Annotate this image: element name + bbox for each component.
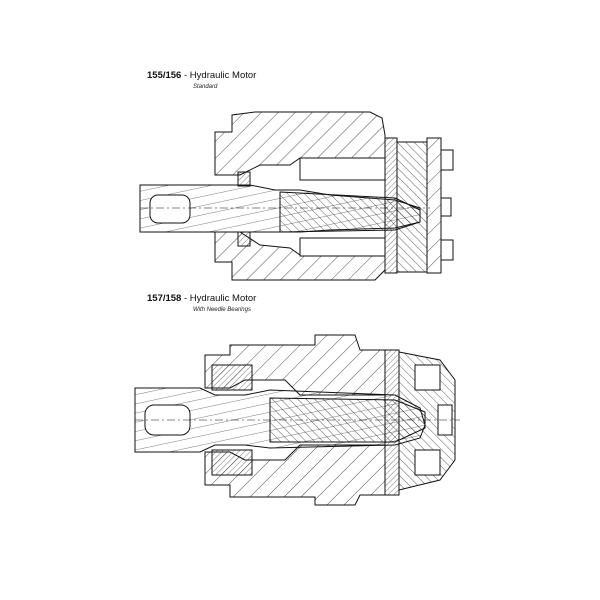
seal-lower — [237, 231, 251, 247]
wear-plate — [384, 137, 398, 274]
port-upper — [414, 364, 441, 391]
wear-plate — [384, 349, 400, 496]
figure-2-subtitle: With Needle Bearings — [193, 307, 251, 313]
needle-bearing-lower — [211, 449, 253, 476]
bolt-head-upper — [440, 149, 454, 171]
bearing-lower — [299, 237, 386, 257]
needle-bearing-upper — [211, 364, 253, 391]
gerotor — [398, 351, 456, 491]
bolt-head-lower — [440, 239, 454, 261]
shaft-key — [149, 194, 191, 224]
figure-1-title: 155/156 - Hydraulic Motor — [147, 70, 257, 81]
figure-2-title: 157/158 - Hydraulic Motor — [147, 293, 257, 304]
needle-bearing-motor-drawing — [134, 334, 460, 506]
gerotor — [396, 141, 428, 273]
end-cap — [426, 137, 442, 274]
seal-upper — [237, 171, 251, 187]
port-lower — [414, 449, 441, 476]
bearing-upper — [299, 157, 386, 181]
figure-1-subtitle: Standard — [193, 84, 218, 90]
bolt-head-mid — [440, 197, 452, 217]
standard-motor-drawing — [139, 111, 454, 281]
